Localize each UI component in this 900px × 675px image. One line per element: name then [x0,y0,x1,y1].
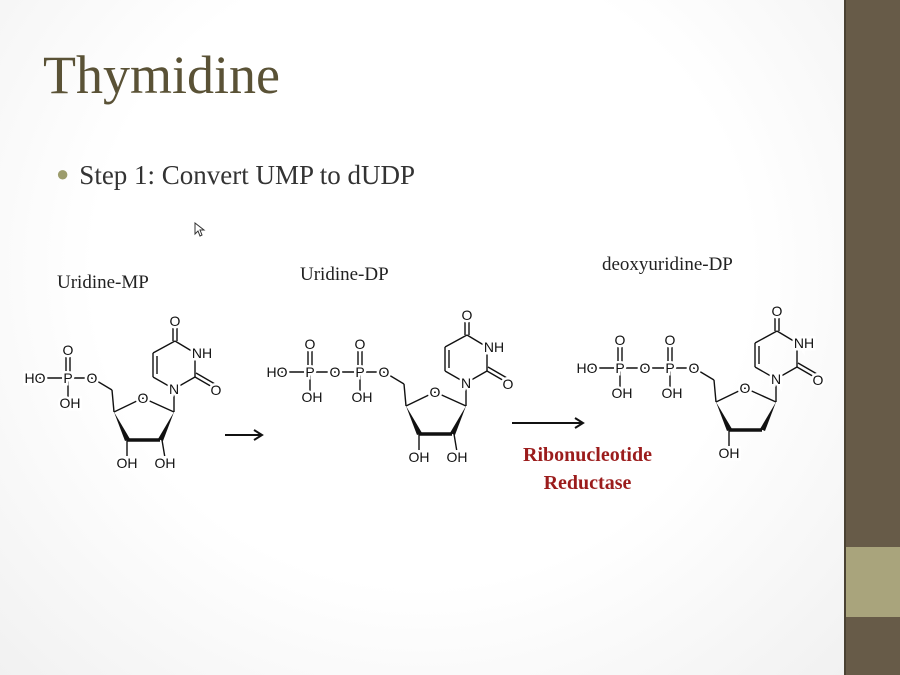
atom-oh: OH [409,449,430,465]
atom-o: O [640,360,651,376]
bullet-text: Step 1: Convert UMP to dUDP [79,160,416,190]
bullet-icon: ● [56,161,70,186]
reaction-arrow-icon [225,429,264,441]
atom-o: O [462,307,473,323]
atom-o: O [355,336,366,352]
atom-nh: NH [192,345,212,361]
atom-oh: OH [662,385,683,401]
atom-o: O [689,360,700,376]
atom-o: O [305,336,316,352]
atom-oh: OH [155,455,176,471]
atom-p: P [665,360,674,376]
enzyme-line-1: Ribonucleotide [523,444,652,466]
atom-ho: HO [25,370,46,386]
atom-nh: NH [484,339,504,355]
atom-p: P [63,370,72,386]
atom-p: P [305,364,314,380]
atom-o: O [211,382,222,398]
atom-o: O [430,384,441,400]
atom-ho: HO [577,360,598,376]
bullet-item: ● Step 1: Convert UMP to dUDP [56,160,415,191]
atom-p: P [355,364,364,380]
atom-o: O [379,364,390,380]
enzyme-line-2: Reductase [543,472,632,494]
atom-o: O [330,364,341,380]
atom-o: O [772,303,783,319]
atom-ho: HO [267,364,288,380]
atom-o: O [170,313,181,329]
atom-oh: OH [302,389,323,405]
atom-n: N [461,375,471,391]
atom-o: O [615,332,626,348]
label-uridine-dp: Uridine-DP [300,264,389,285]
atom-oh: OH [719,445,740,461]
atom-o: O [138,390,149,406]
atom-o: O [665,332,676,348]
mouse-cursor-icon [194,222,206,237]
sidebar-accent-band [846,547,900,617]
atom-o: O [813,372,824,388]
atom-oh: OH [352,389,373,405]
reaction-arrow-icon [512,417,585,429]
atom-o: O [87,370,98,386]
slide: Thymidine ● Step 1: Convert UMP to dUDP U… [0,0,844,675]
atom-nh: NH [794,335,814,351]
atom-p: P [615,360,624,376]
atom-o: O [63,342,74,358]
slide-title: Thymidine [43,45,280,105]
atom-oh: OH [117,455,138,471]
enzyme-label: Ribonucleotide Reductase [500,441,675,497]
label-uridine-mp: Uridine-MP [57,272,149,293]
atom-oh: OH [60,395,81,411]
atom-o: O [503,376,514,392]
atom-n: N [169,381,179,397]
atom-o: O [740,380,751,396]
atom-oh: OH [612,385,633,401]
label-deoxyuridine-dp: deoxyuridine-DP [602,254,733,275]
atom-oh: OH [447,449,468,465]
atom-n: N [771,371,781,387]
